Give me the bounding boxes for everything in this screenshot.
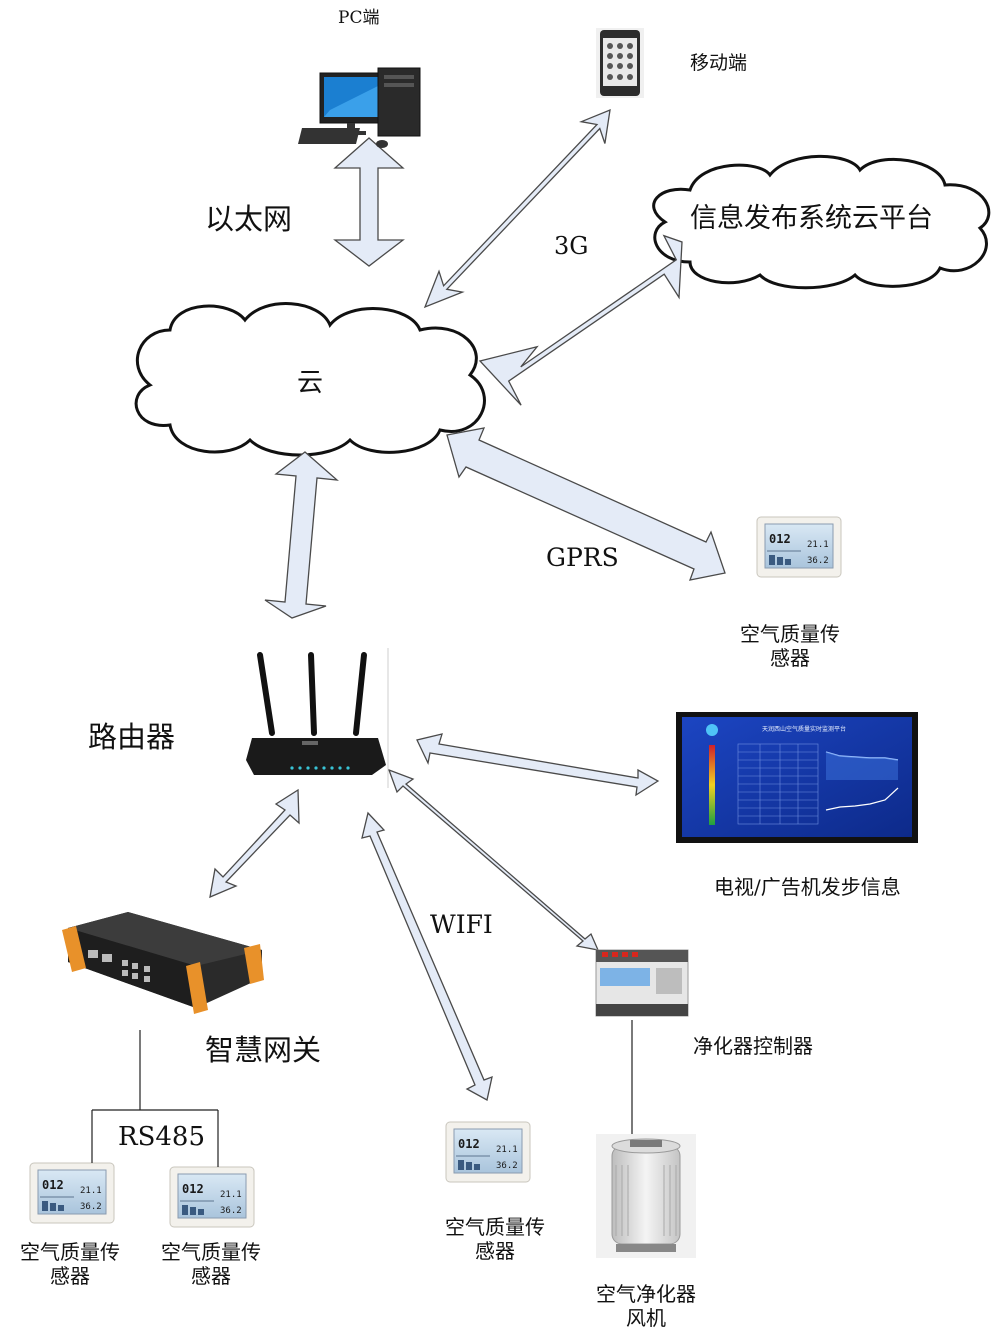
- cloud-label: 云: [297, 368, 324, 398]
- aq-sensor-wifi-label: 空气质量传感器: [445, 1215, 545, 1263]
- purifier-controller-label: 净化器控制器: [693, 1034, 813, 1058]
- mobile-label: 移动端: [690, 52, 748, 74]
- router-icon: [246, 648, 389, 788]
- cloud-platform-arrow: [478, 234, 683, 406]
- pc-computer-icon: [298, 67, 421, 148]
- router-label: 路由器: [88, 720, 176, 754]
- cloud-router-arrow: [264, 451, 339, 619]
- aq-sensor-rs485-1-label: 空气质量传感器: [20, 1240, 120, 1288]
- air-quality-sensor-rs485-2-icon: [169, 1166, 255, 1228]
- pc-label: PC端: [338, 8, 380, 28]
- three-g-label: 3G: [554, 232, 589, 260]
- cloud-shape: [134, 302, 486, 457]
- router-wifi-arrow: [361, 811, 493, 1101]
- air-quality-sensor-gprs-icon: [756, 516, 842, 578]
- rs485-bus-lines: [91, 1030, 219, 1167]
- router-purifier-arrow: [387, 768, 600, 951]
- aq-sensor-rs485-2-label: 空气质量传感器: [161, 1240, 261, 1288]
- mobile-phone-icon: [596, 28, 644, 98]
- gprs-arrow: [446, 427, 726, 581]
- gateway-label: 智慧网关: [205, 1033, 322, 1067]
- wifi-label: WIFI: [430, 910, 493, 939]
- air-quality-sensor-rs485-1-icon: [29, 1162, 115, 1224]
- router-gateway-arrow: [209, 788, 300, 899]
- cloud-platform-label: 信息发布系统云平台: [690, 203, 933, 234]
- aq-sensor-gprs-label: 空气质量传感器: [740, 622, 840, 670]
- ethernet-arrow: [333, 137, 405, 267]
- air-quality-sensor-wifi-icon: [445, 1121, 531, 1183]
- router-tv-arrow: [416, 733, 660, 797]
- tv-label: 电视/广告机发步信息: [714, 875, 901, 899]
- air-purifier-icon: [596, 1134, 696, 1258]
- gprs-label: GPRS: [546, 543, 619, 572]
- smart-gateway-icon: [62, 912, 264, 1014]
- rs485-label: RS485: [118, 1122, 206, 1152]
- ethernet-label: 以太网: [205, 202, 293, 236]
- tv-monitor-icon: 天润西山空气质量实时监测平台: [676, 712, 918, 843]
- tv-screen-title: 天润西山空气质量实时监测平台: [762, 725, 846, 733]
- mobile-arrow: [423, 108, 611, 309]
- purifier-controller-icon: [595, 949, 689, 1017]
- cloud-platform-shape: [652, 154, 991, 290]
- purifier-fan-label: 空气净化器风机: [596, 1282, 696, 1330]
